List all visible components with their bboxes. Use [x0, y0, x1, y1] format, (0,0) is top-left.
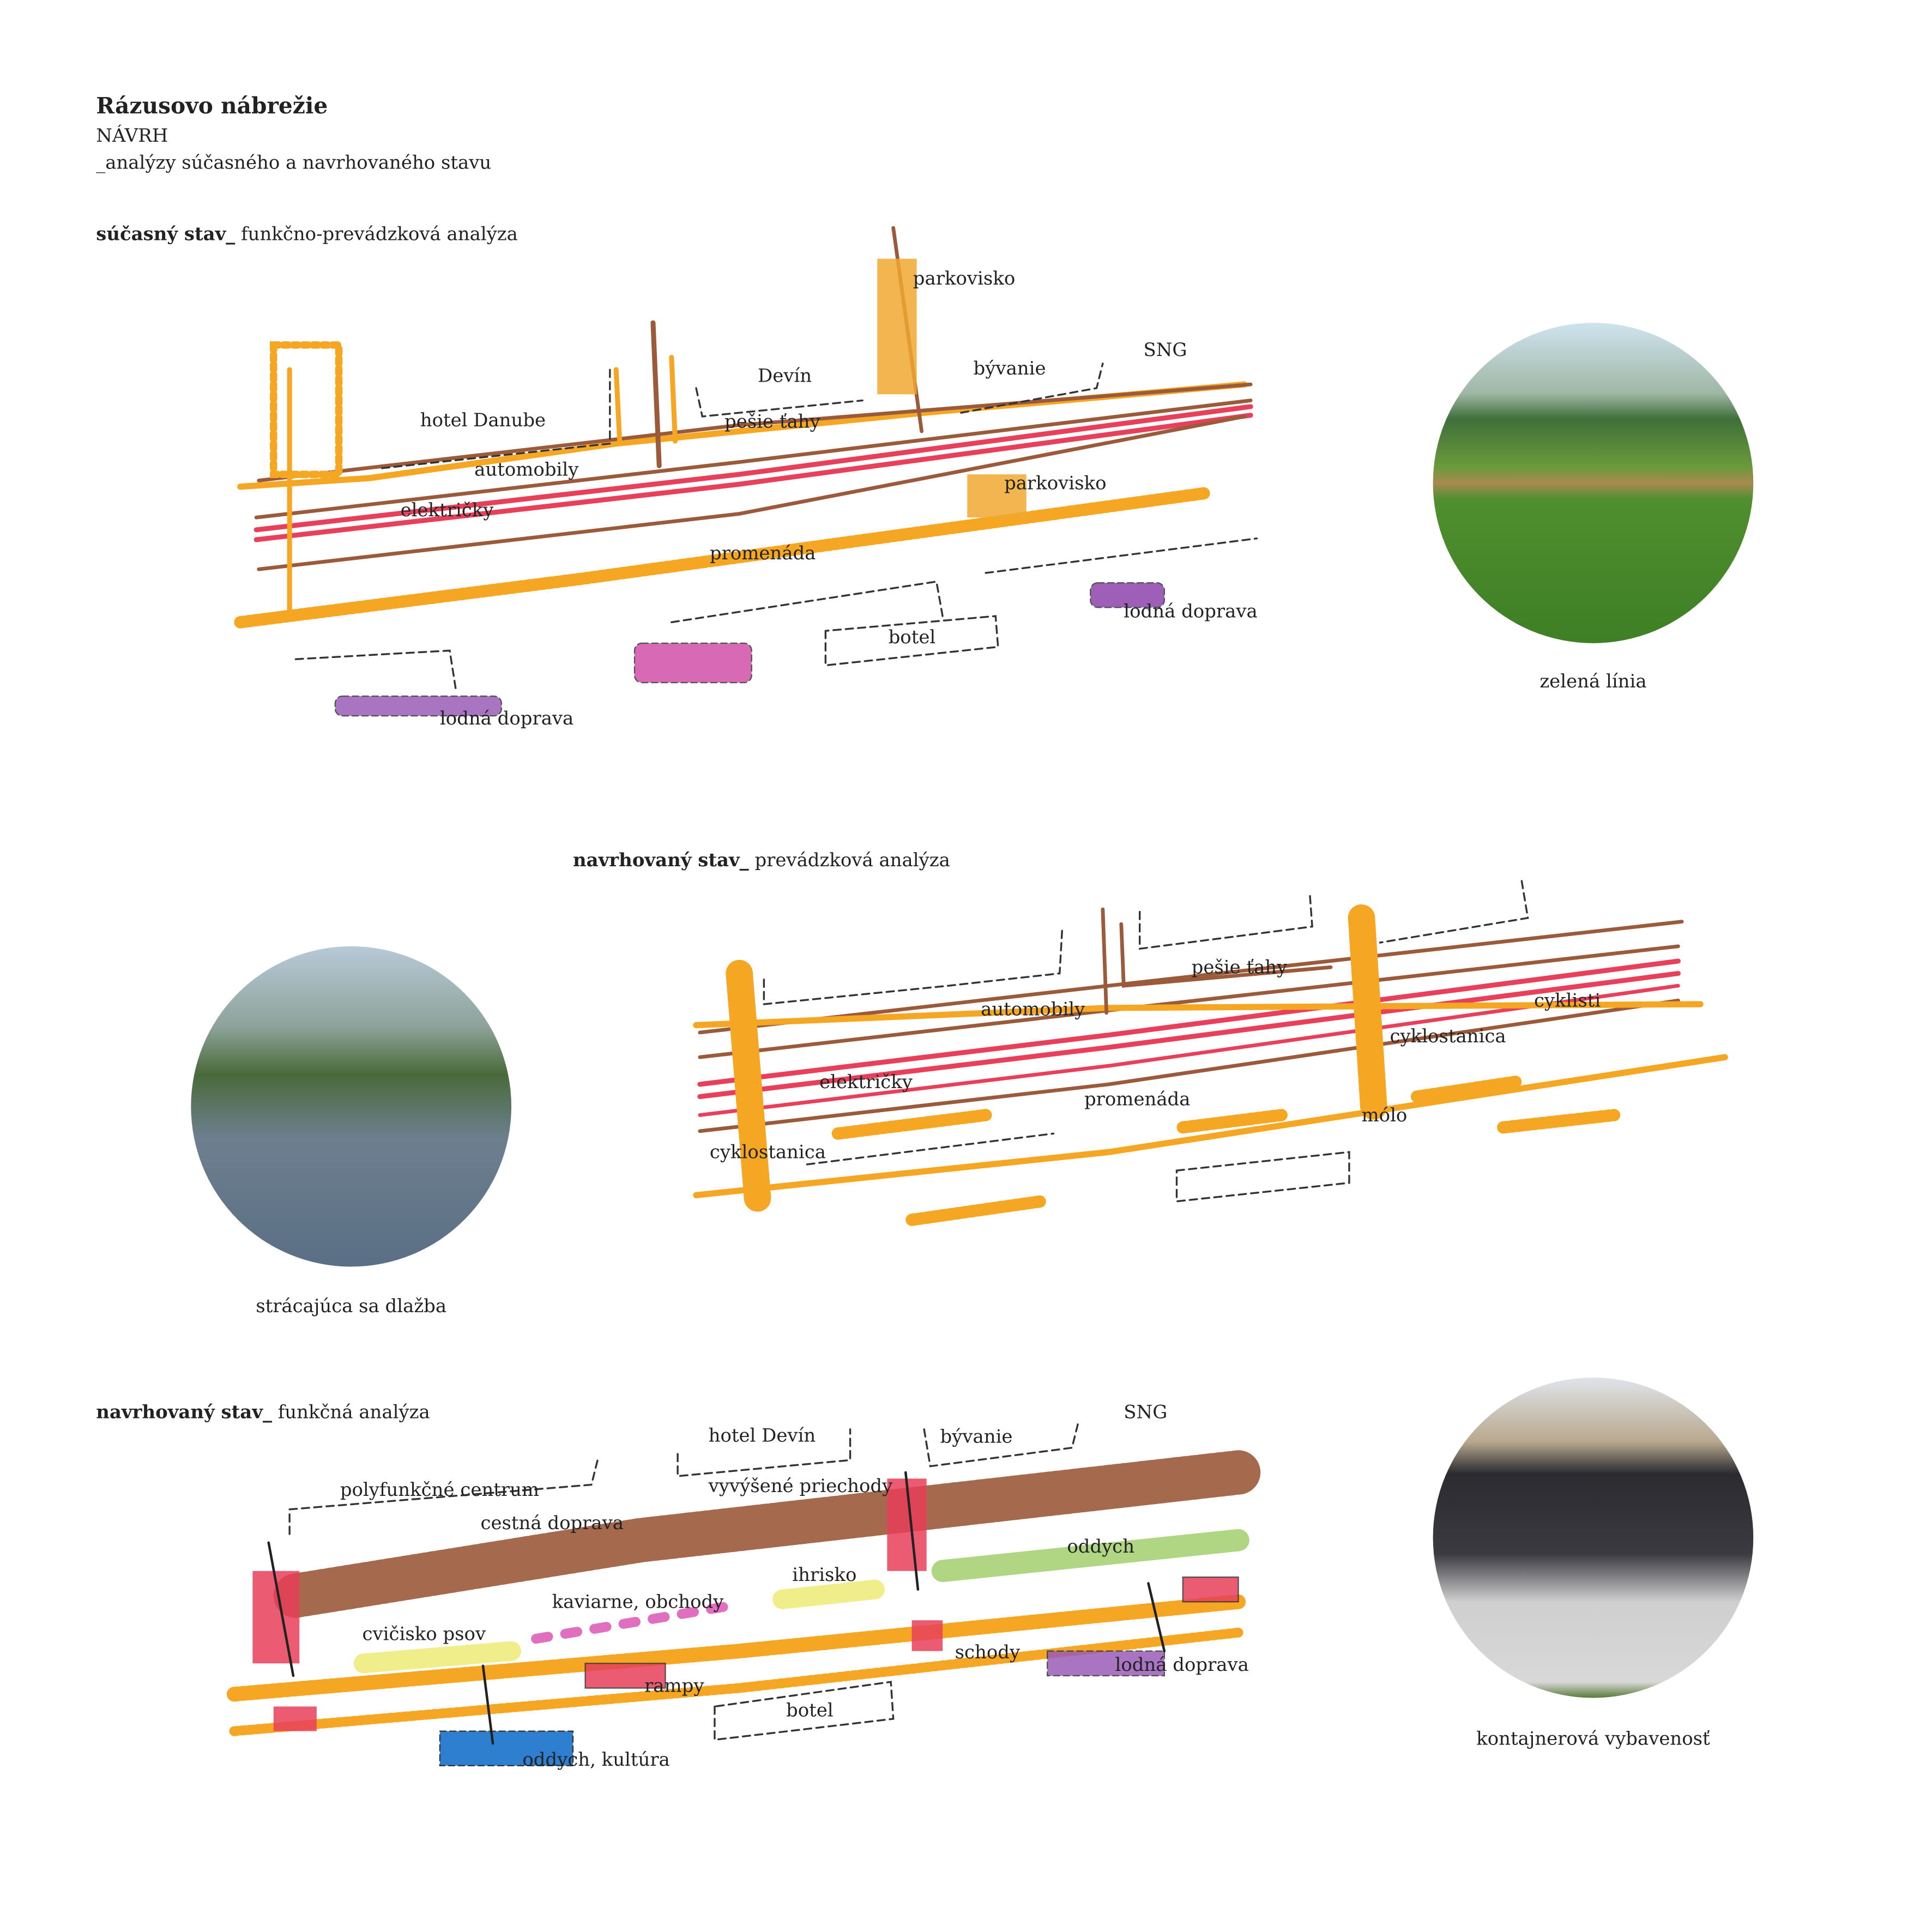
label-hotel-danube: hotel Danube	[420, 409, 546, 432]
label-road-transport: cestná doprava	[480, 1512, 624, 1534]
label-sng: SNG	[1143, 339, 1187, 361]
label-multifunctional-centre: polyfunkčné centrum	[340, 1478, 540, 1501]
photo-green-line	[1433, 323, 1754, 643]
label-cyclists: cyklisti	[1533, 989, 1601, 1012]
label-sng-proposed: SNG	[1124, 1400, 1168, 1423]
photo-fading-paving	[191, 946, 511, 1267]
section-title-proposed-function: navrhovaný stav_ funkčná analýza	[96, 1403, 430, 1422]
section-title-bold: navrhovaný stav_	[96, 1400, 272, 1423]
label-pedestrian-proposed: pešie ťahy	[1191, 956, 1288, 979]
page-title: Rázusovo nábrežie	[96, 93, 328, 120]
label-ramps: rampy	[644, 1674, 704, 1697]
caption-container-amenities: kontajnerová vybavenosť	[1476, 1727, 1710, 1750]
label-stairs: schody	[955, 1641, 1021, 1664]
label-relax: oddych	[1067, 1535, 1135, 1557]
label-botel: botel	[888, 626, 936, 648]
label-relax-culture: oddych, kultúra	[522, 1748, 670, 1771]
label-parking: parkovisko	[913, 267, 1016, 290]
caption-fading-paving: strácajúca sa dlažba	[256, 1295, 447, 1318]
section-title-bold: navrhovaný stav_	[572, 849, 749, 871]
label-boat-transport-2: lodná doprava	[439, 707, 574, 730]
label-boat-transport-proposed: lodná doprava	[1115, 1653, 1249, 1676]
label-cafes-shops: kaviarne, obchody	[552, 1590, 724, 1613]
label-playground: ihrisko	[792, 1563, 857, 1586]
label-housing-proposed: bývanie	[940, 1426, 1013, 1448]
photo-container-amenities	[1433, 1377, 1754, 1698]
label-trams: električky	[400, 499, 494, 522]
section-title-proposed-traffic: navrhovaný stav_ prevádzková analýza	[572, 849, 950, 871]
page-subtitle: NÁVRH	[96, 124, 168, 147]
label-boat-transport: lodná doprava	[1124, 600, 1258, 623]
section-title-rest: funkčná analýza	[277, 1400, 430, 1423]
label-bike-station: cyklostanica	[1390, 1025, 1506, 1048]
label-bike-station-2: cyklostanica	[709, 1140, 826, 1163]
label-devin: Devín	[758, 365, 812, 387]
label-housing: bývanie	[973, 357, 1046, 380]
section-title-current: súčasný stav_ funkčno-prevádzková analýz…	[96, 223, 518, 245]
section-title-bold: súčasný stav_	[96, 223, 236, 245]
label-trams-proposed: električky	[819, 1071, 913, 1093]
label-parking-2: parkovisko	[1004, 472, 1107, 494]
label-dog-park: cvičisko psov	[362, 1622, 486, 1645]
page-description: _analýzy súčasného a navrhovaného stavu	[96, 152, 492, 174]
section-title-rest: funkčno-prevádzková analýza	[241, 223, 518, 245]
label-pier: mólo	[1361, 1104, 1408, 1126]
label-cars: automobily	[474, 458, 579, 481]
label-promenade: promenáda	[709, 542, 816, 565]
promenade-hatch	[234, 486, 1214, 629]
label-raised-crossings: vyvýšené priechody	[708, 1475, 893, 1498]
caption-green-line: zelená línia	[1539, 670, 1647, 693]
label-botel-proposed: botel	[786, 1699, 834, 1722]
section-title-rest: prevádzková analýza	[754, 849, 950, 871]
label-hotel-devin: hotel Devín	[708, 1424, 816, 1447]
label-promenade-proposed: promenáda	[1084, 1088, 1191, 1110]
label-pedestrian: pešie ťahy	[724, 410, 820, 433]
label-cars-proposed: automobily	[981, 998, 1085, 1021]
